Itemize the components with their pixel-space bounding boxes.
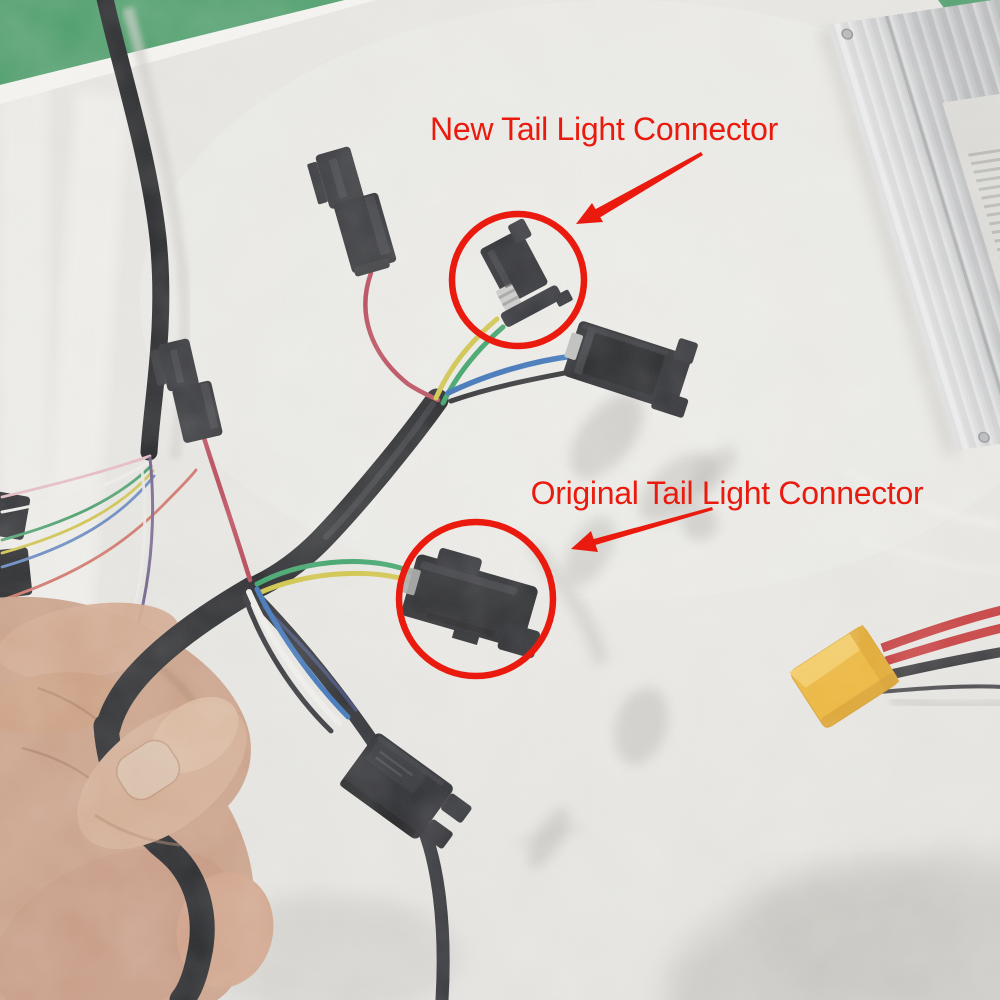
original-connector-label: Original Tail Light Connector (531, 475, 924, 511)
new-connector-highlight-circle (448, 210, 588, 350)
arrow-to-new-connector (576, 152, 703, 224)
arrow-to-original-connector (571, 507, 713, 552)
new-connector-label: New Tail Light Connector (430, 111, 779, 147)
annotation-layer: New Tail Light Connector Original Tail L… (395, 111, 924, 680)
original-connector-highlight-circle (395, 518, 557, 680)
